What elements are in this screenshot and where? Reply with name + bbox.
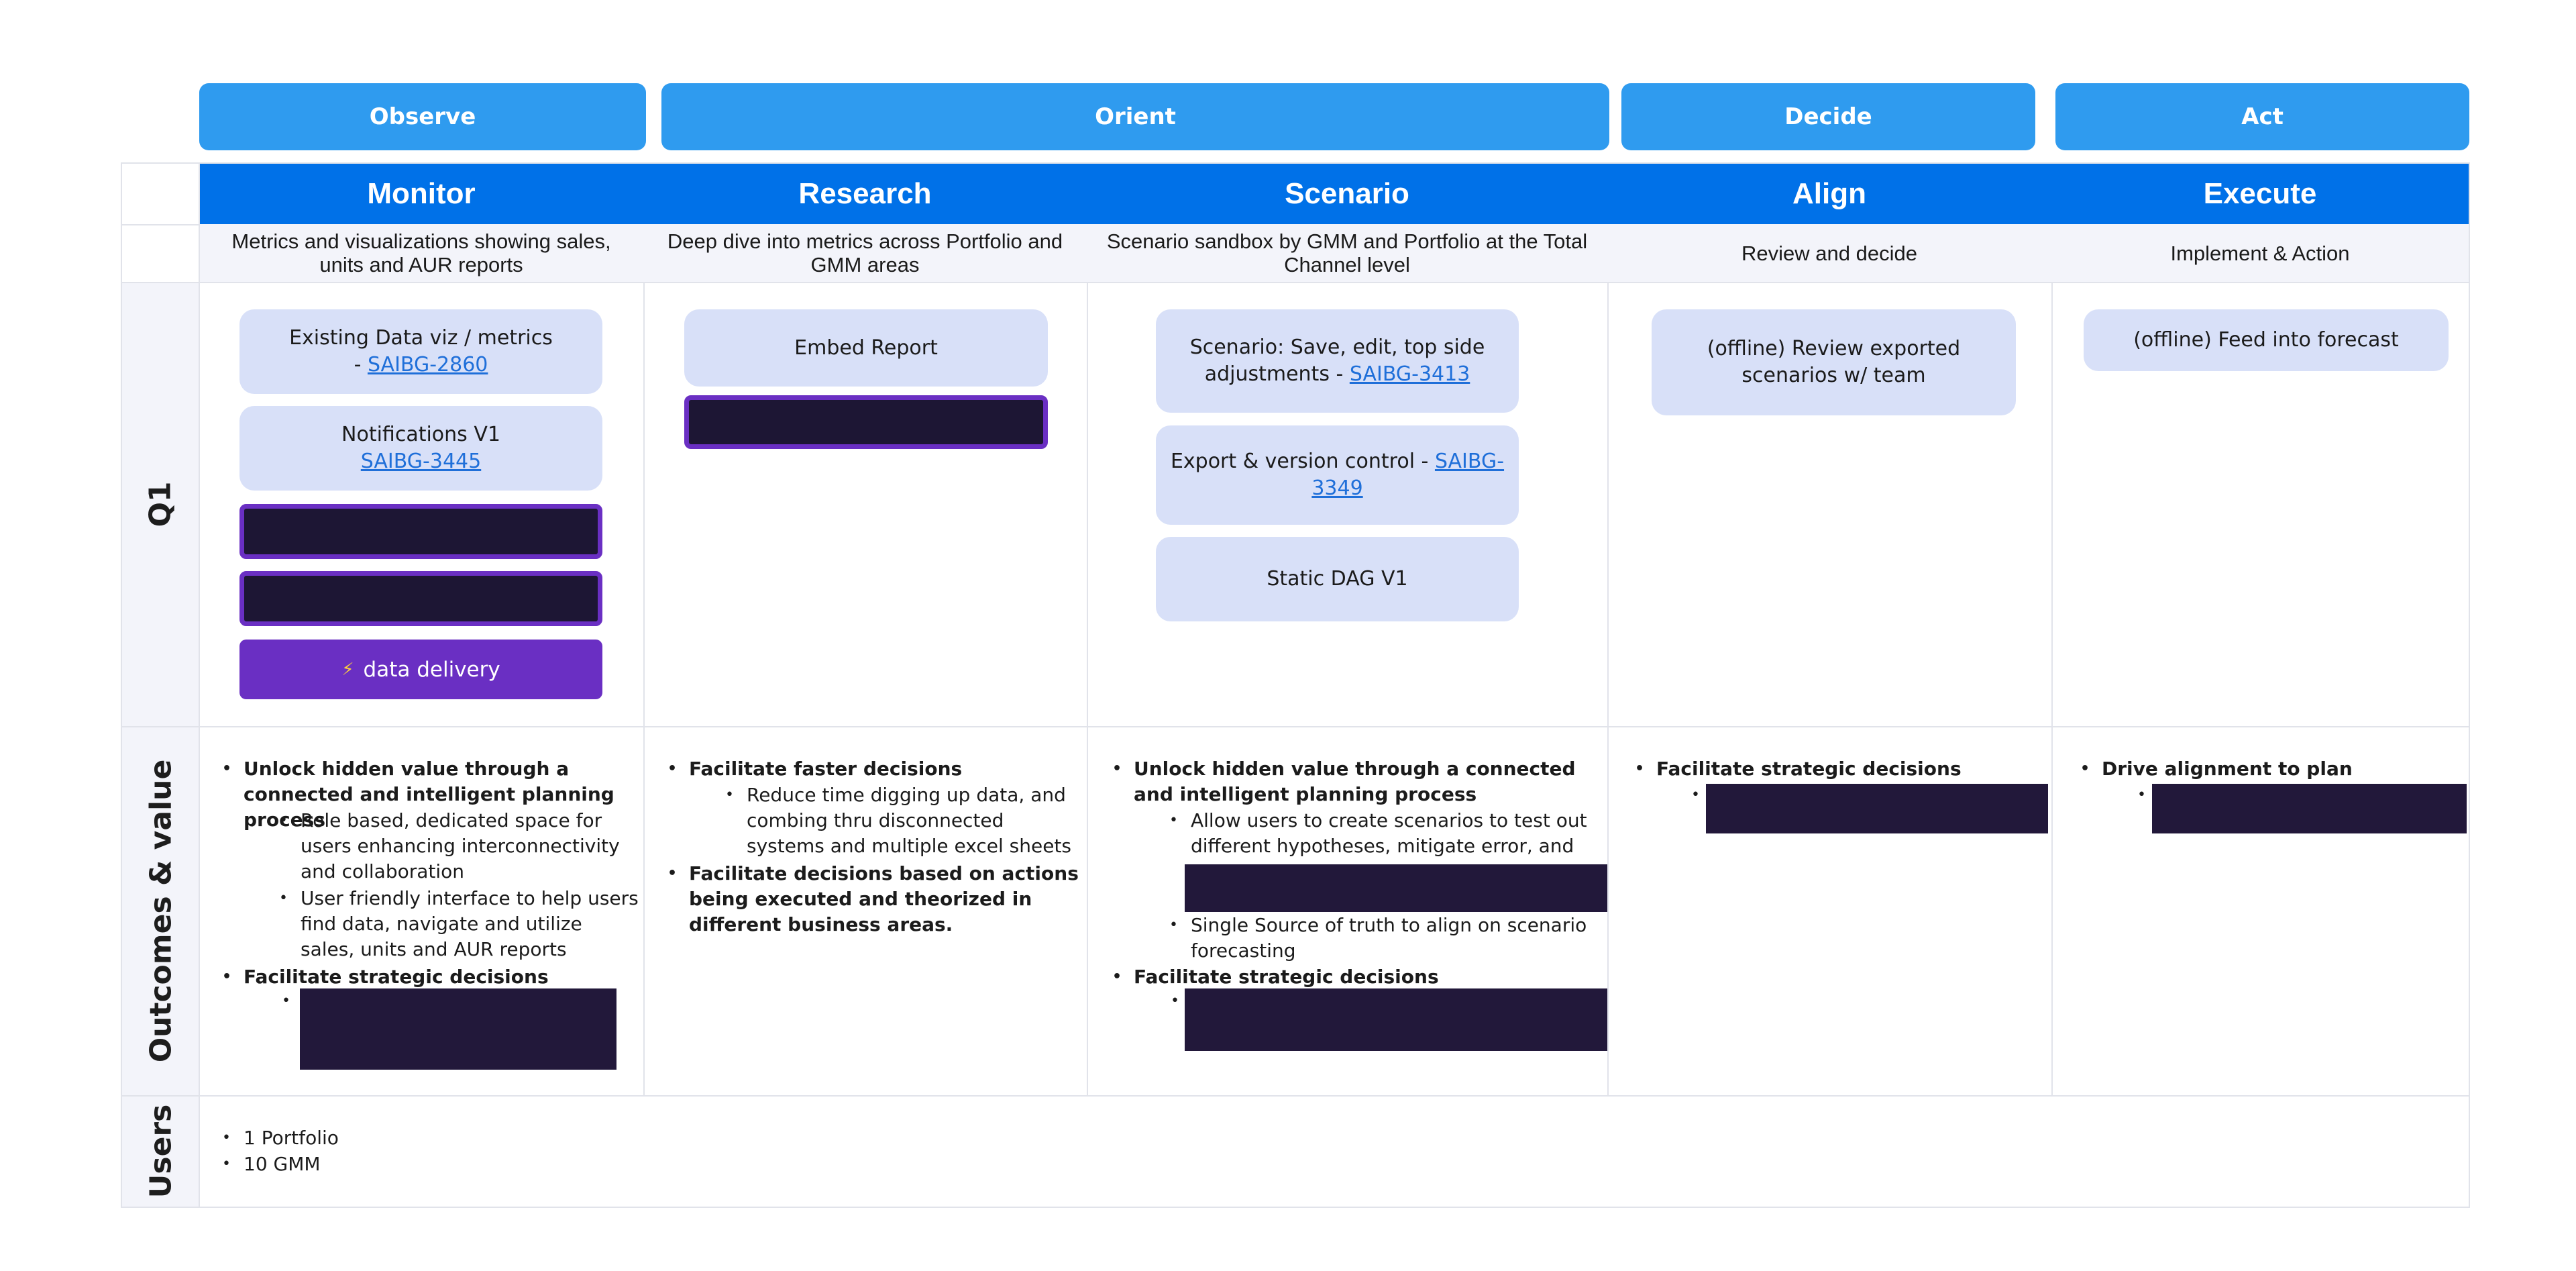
row-label-users-text: Users [144, 1104, 178, 1198]
phase-decide: Decide [1621, 83, 2035, 150]
card-text: Export & version control - [1170, 450, 1435, 473]
column-header-scenario: Scenario [1087, 164, 1607, 224]
outcome-bullet: Facilitate strategic decisions [1112, 964, 1597, 990]
card-text: Embed Report [794, 336, 938, 360]
card-static-dag-v1[interactable]: Static DAG V1 [1156, 537, 1519, 621]
column-description-execute: Implement & Action [2051, 224, 2469, 282]
column-header-monitor: Monitor [199, 164, 643, 224]
phase-orient: Orient [661, 83, 1609, 150]
data-delivery-button[interactable]: ⚡ data delivery [239, 640, 602, 699]
card-embed-report[interactable]: Embed Report [684, 309, 1048, 387]
column-header-execute: Execute [2051, 164, 2469, 224]
roadmap-table [121, 162, 2470, 1208]
card-prefix: - [354, 353, 368, 376]
row-label-q1: Q1 [122, 282, 199, 726]
redacted-text [1706, 784, 2048, 833]
ticket-link-saibg-3349[interactable]: SAIBG-3349 [1311, 450, 1505, 500]
row-label-q1-text: Q1 [144, 480, 178, 527]
bullet-marker: • [282, 993, 290, 1009]
row-label-outcomes-text: Outcomes & value [144, 759, 178, 1062]
card-notifications-v1[interactable]: Notifications V1 SAIBG-3445 [239, 406, 602, 491]
card-offline-feed-forecast[interactable]: (offline) Feed into forecast [2084, 309, 2449, 371]
outcome-sub-bullet: User friendly interface to help users fi… [279, 886, 639, 962]
card-export-version-control[interactable]: Export & version control - SAIBG-3349 [1156, 425, 1519, 525]
outcome-bullet: Facilitate strategic decisions [1635, 756, 2045, 782]
bullet-marker: • [2137, 786, 2146, 803]
redacted-text [2152, 784, 2467, 833]
card-scenario-save-edit[interactable]: Scenario: Save, edit, top side adjustmen… [1156, 309, 1519, 413]
user-item: 1 Portfolio [222, 1125, 646, 1151]
column-description-align: Review and decide [1607, 224, 2051, 282]
card-text: Notifications V1 [341, 423, 500, 446]
bullet-marker: • [1171, 993, 1179, 1009]
outcome-sub-bullet: Allow users to create scenarios to test … [1169, 808, 1601, 884]
user-item: 10 GMM [222, 1152, 646, 1177]
redacted-text [300, 988, 616, 1070]
card-text: (offline) Review exported scenarios w/ t… [1707, 337, 1961, 387]
outcome-bullet: Drive alignment to plan [2080, 756, 2464, 782]
outcome-sub-bullet: Single Source of truth to align on scena… [1169, 913, 1601, 964]
row-label-outcomes: Outcomes & value [122, 726, 199, 1095]
card-existing-data-viz[interactable]: Existing Data viz / metrics - SAIBG-2860 [239, 309, 602, 394]
card-text: Scenario: Save, edit, top side adjustmen… [1189, 336, 1485, 386]
redacted-card [239, 571, 602, 626]
column-header-align: Align [1607, 164, 2051, 224]
phase-observe: Observe [199, 83, 646, 150]
card-offline-review[interactable]: (offline) Review exported scenarios w/ t… [1652, 309, 2016, 415]
card-text: (offline) Feed into forecast [2133, 328, 2399, 352]
outcome-bullet: Facilitate faster decisions [667, 756, 1085, 782]
lightning-icon: ⚡ [341, 659, 354, 680]
outcome-bullet: Unlock hidden value through a connected … [1112, 756, 1597, 807]
column-description-research: Deep dive into metrics across Portfolio … [643, 224, 1087, 282]
data-delivery-label: data delivery [363, 657, 500, 682]
ticket-link-saibg-2860[interactable]: SAIBG-2860 [367, 353, 488, 376]
column-header-research: Research [643, 164, 1087, 224]
bullet-marker: • [1691, 786, 1700, 803]
redacted-text [1185, 988, 1607, 1051]
outcome-sub-bullet: Reduce time digging up data, and combing… [725, 782, 1082, 859]
row-label-users: Users [122, 1095, 199, 1207]
column-description-monitor: Metrics and visualizations showing sales… [199, 224, 643, 282]
outcome-sub-bullet: Role based, dedicated space for users en… [279, 808, 639, 884]
ticket-link-saibg-3413[interactable]: SAIBG-3413 [1349, 362, 1470, 386]
card-text: Static DAG V1 [1267, 567, 1408, 591]
ticket-link-saibg-3445[interactable]: SAIBG-3445 [360, 450, 482, 473]
outcome-bullet: Facilitate decisions based on actions be… [667, 861, 1085, 937]
outcome-bullet: Facilitate strategic decisions [222, 964, 643, 990]
phase-act: Act [2055, 83, 2469, 150]
column-description-scenario: Scenario sandbox by GMM and Portfolio at… [1087, 224, 1607, 282]
redacted-card [684, 395, 1048, 449]
redacted-card [239, 504, 602, 559]
redacted-text [1185, 864, 1607, 912]
card-text: Existing Data viz / metrics [289, 326, 553, 350]
